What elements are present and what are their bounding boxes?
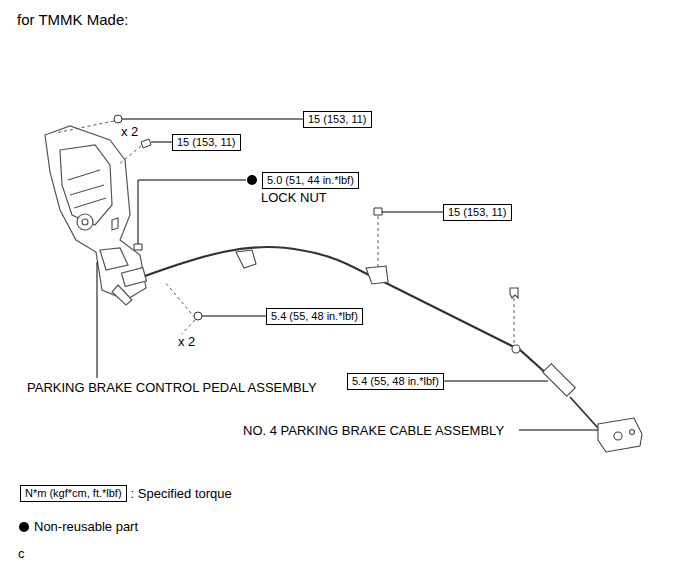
legend-torque-box: N*m (kgf*cm, ft.*lbf)	[20, 485, 127, 502]
torque-value: 15 (153, 11)	[308, 113, 367, 126]
torque-value: 15 (153, 11)	[448, 206, 507, 219]
torque-box: 5.4 (55, 48 in.*lbf)	[266, 308, 363, 325]
legend-text: : Specified torque	[131, 486, 232, 501]
diagram-title: for TMMK Made:	[17, 11, 128, 29]
part-name: LOCK NUT	[260, 190, 328, 205]
torque-value: 5.0 (51, 44 in.*lbf)	[267, 174, 354, 187]
non-reusable-dot	[18, 521, 30, 533]
torque-box: 5.4 (55, 48 in.*lbf)	[347, 373, 444, 390]
torque-value: 5.4 (55, 48 in.*lbf)	[352, 375, 439, 388]
torque-box: 15 (153, 11)	[303, 111, 372, 128]
part-name: NO. 4 PARKING BRAKE CABLE ASSEMBLY	[242, 423, 505, 438]
part-name: PARKING BRAKE CONTROL PEDAL ASSEMBLY	[26, 380, 318, 395]
torque-value: N*m (kgf*cm, ft.*lbf)	[25, 487, 122, 500]
torque-box: 15 (153, 11)	[172, 134, 241, 151]
torque-value: 15 (153, 11)	[177, 136, 236, 149]
torque-box: 15 (153, 11)	[443, 204, 512, 221]
torque-value: 5.4 (55, 48 in.*lbf)	[271, 310, 358, 323]
torque-box: 5.0 (51, 44 in.*lbf)	[262, 172, 359, 189]
legend-text: Non-reusable part	[34, 519, 138, 534]
quantity: x 2	[177, 334, 196, 349]
quantity: x 2	[120, 124, 139, 139]
figure-code: c	[17, 546, 26, 561]
